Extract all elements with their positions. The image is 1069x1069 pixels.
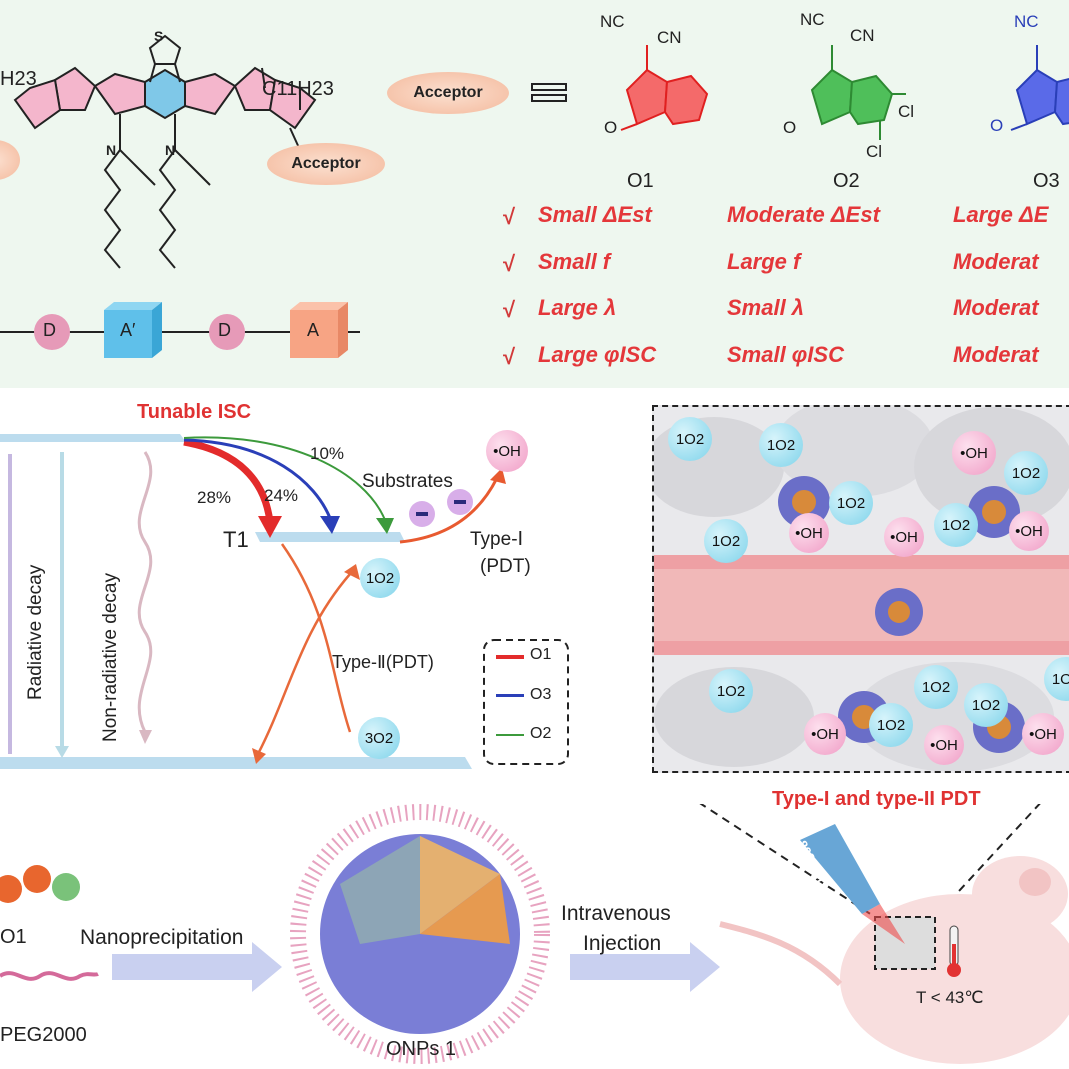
inset-ball-5: •OH <box>789 513 829 553</box>
singlet-oxygen-ball: 1O2 <box>360 558 400 598</box>
molecule-panel <box>0 0 1069 388</box>
o2-prop-4: Small φISC <box>727 342 844 367</box>
inset-ball-11: 1O2 <box>709 669 753 713</box>
o2-cn: CN <box>850 26 875 45</box>
o1-label: O1 <box>627 170 654 192</box>
chain-a: A <box>307 320 320 340</box>
inset-ball-18: •OH <box>1022 713 1064 755</box>
isc-10-percent: 10% <box>310 444 345 463</box>
o3-oxygen: O <box>990 116 1004 135</box>
o3-prop-1: Large ΔE <box>953 202 1049 227</box>
type-1-pdt-label: (PDT) <box>480 556 531 577</box>
inset-ball-9: 1O2 <box>704 519 748 563</box>
chain-d2: D <box>218 320 231 340</box>
isc-24-percent: 24% <box>264 486 299 505</box>
o2-oxygen: O <box>783 118 797 137</box>
inset-ball-4: 1O2 <box>1004 451 1048 495</box>
h23-label: H23 <box>0 68 37 90</box>
o3-prop-3: Moderat <box>953 295 1039 320</box>
check-4: √ <box>503 344 516 369</box>
tissue-background <box>654 407 1069 771</box>
inset-ball-10: •OH <box>884 517 924 557</box>
donor-core-structure <box>13 34 317 269</box>
n-atom-label-left: N <box>106 142 117 158</box>
isc-28-percent: 28% <box>197 488 232 507</box>
o1-nc: NC <box>600 12 625 31</box>
check-2: √ <box>503 251 516 276</box>
o1-structure <box>620 45 709 131</box>
injection-label: Injection <box>583 932 662 955</box>
triplet-oxygen-ball: 3O2 <box>358 717 400 759</box>
t1-label: T1 <box>223 527 249 552</box>
o1-prop-1: Small ΔEst <box>538 202 652 227</box>
acceptor-legend-ellipse: Acceptor <box>387 72 509 114</box>
chain-d1: D <box>43 320 56 340</box>
substrates-label: Substrates <box>362 471 453 492</box>
o3-nc: NC <box>1014 12 1039 31</box>
o1-bottom-label: O1 <box>0 926 27 948</box>
legend-label-o1: O1 <box>530 646 552 663</box>
o2-label: O2 <box>833 170 860 192</box>
s-atom-label: S <box>154 28 164 44</box>
inset-ball-14: 1O2 <box>869 703 913 747</box>
o1-oxygen: O <box>604 118 618 137</box>
legend-label-o3: O3 <box>530 686 552 703</box>
workflow-illustration <box>0 804 1069 1064</box>
inset-ball-3: 1O2 <box>759 423 803 467</box>
chain-a-prime: A′ <box>120 320 136 340</box>
legend-swatch-o1 <box>496 655 524 659</box>
hydroxyl-radical-ball: •OH <box>486 430 528 472</box>
legend-swatch-o2 <box>496 734 524 736</box>
o2-prop-3: Small λ <box>727 295 805 320</box>
o3-structure <box>1010 45 1069 131</box>
o3-label: O3 <box>1033 170 1060 192</box>
o2-prop-2: Large f <box>727 249 801 274</box>
inset-ball-15: •OH <box>804 713 846 755</box>
o1-prop-4: Large φISC <box>538 342 657 367</box>
inset-ball-2: •OH <box>952 431 996 475</box>
tissue-inset: 1O2 •OH 1O2 1O2 •OH 1O2 1O2 •OH 1O2 •OH … <box>652 405 1069 773</box>
type-2-pdt-label: Type-Ⅱ(PDT) <box>332 652 434 672</box>
o1-cn: CN <box>657 28 682 47</box>
inset-ball-13: 1O2 <box>964 683 1008 727</box>
check-3: √ <box>503 297 516 322</box>
o3-prop-4: Moderat <box>953 342 1039 367</box>
onps-label: ONPs 1 <box>386 1038 457 1060</box>
o2-cl-1: Cl <box>898 102 915 121</box>
inset-ball-7: 1O2 <box>934 503 978 547</box>
radiative-decay-label: Radiative decay <box>25 564 46 700</box>
acceptor-right-ellipse: Acceptor <box>267 143 385 185</box>
type-1-label: Type-Ⅰ <box>470 529 524 550</box>
equivalent-icon <box>531 83 567 102</box>
inset-ball-8: •OH <box>1009 511 1049 551</box>
tunable-isc-title: Tunable ISC <box>137 401 252 423</box>
c11h23-label: C11H23 <box>262 78 334 100</box>
o2-structure <box>810 45 906 140</box>
acceptor-left-ellipse <box>0 140 20 180</box>
o3-prop-2: Moderat <box>953 249 1039 274</box>
o2-nc: NC <box>800 10 825 29</box>
pdt-title: Type-I and type-II PDT <box>772 788 981 810</box>
inset-ball-6: 1O2 <box>829 481 873 525</box>
jablonski-diagram <box>0 434 569 769</box>
check-1: √ <box>503 204 516 229</box>
intravenous-label: Intravenous <box>561 902 671 925</box>
inset-ball-12: 1O2 <box>914 665 958 709</box>
n-atom-label-right: N <box>165 142 176 158</box>
o1-prop-3: Large λ <box>538 295 617 320</box>
inset-ball-17: •OH <box>924 725 964 765</box>
nanoprecipitation-label: Nanoprecipitation <box>80 926 244 949</box>
d-a-d-a-chain <box>0 302 360 358</box>
inset-ball-1: 1O2 <box>668 417 712 461</box>
o1-prop-2: Small f <box>538 249 611 274</box>
legend-swatch-o3 <box>496 694 524 697</box>
non-radiative-decay-label: Non-radiative decay <box>100 573 121 742</box>
peg-label: PEG2000 <box>0 1024 87 1046</box>
o2-cl-2: Cl <box>866 142 883 161</box>
o2-prop-1: Moderate ΔEst <box>727 202 880 227</box>
legend-label-o2: O2 <box>530 725 552 742</box>
temperature-label: T < 43℃ <box>916 988 984 1007</box>
